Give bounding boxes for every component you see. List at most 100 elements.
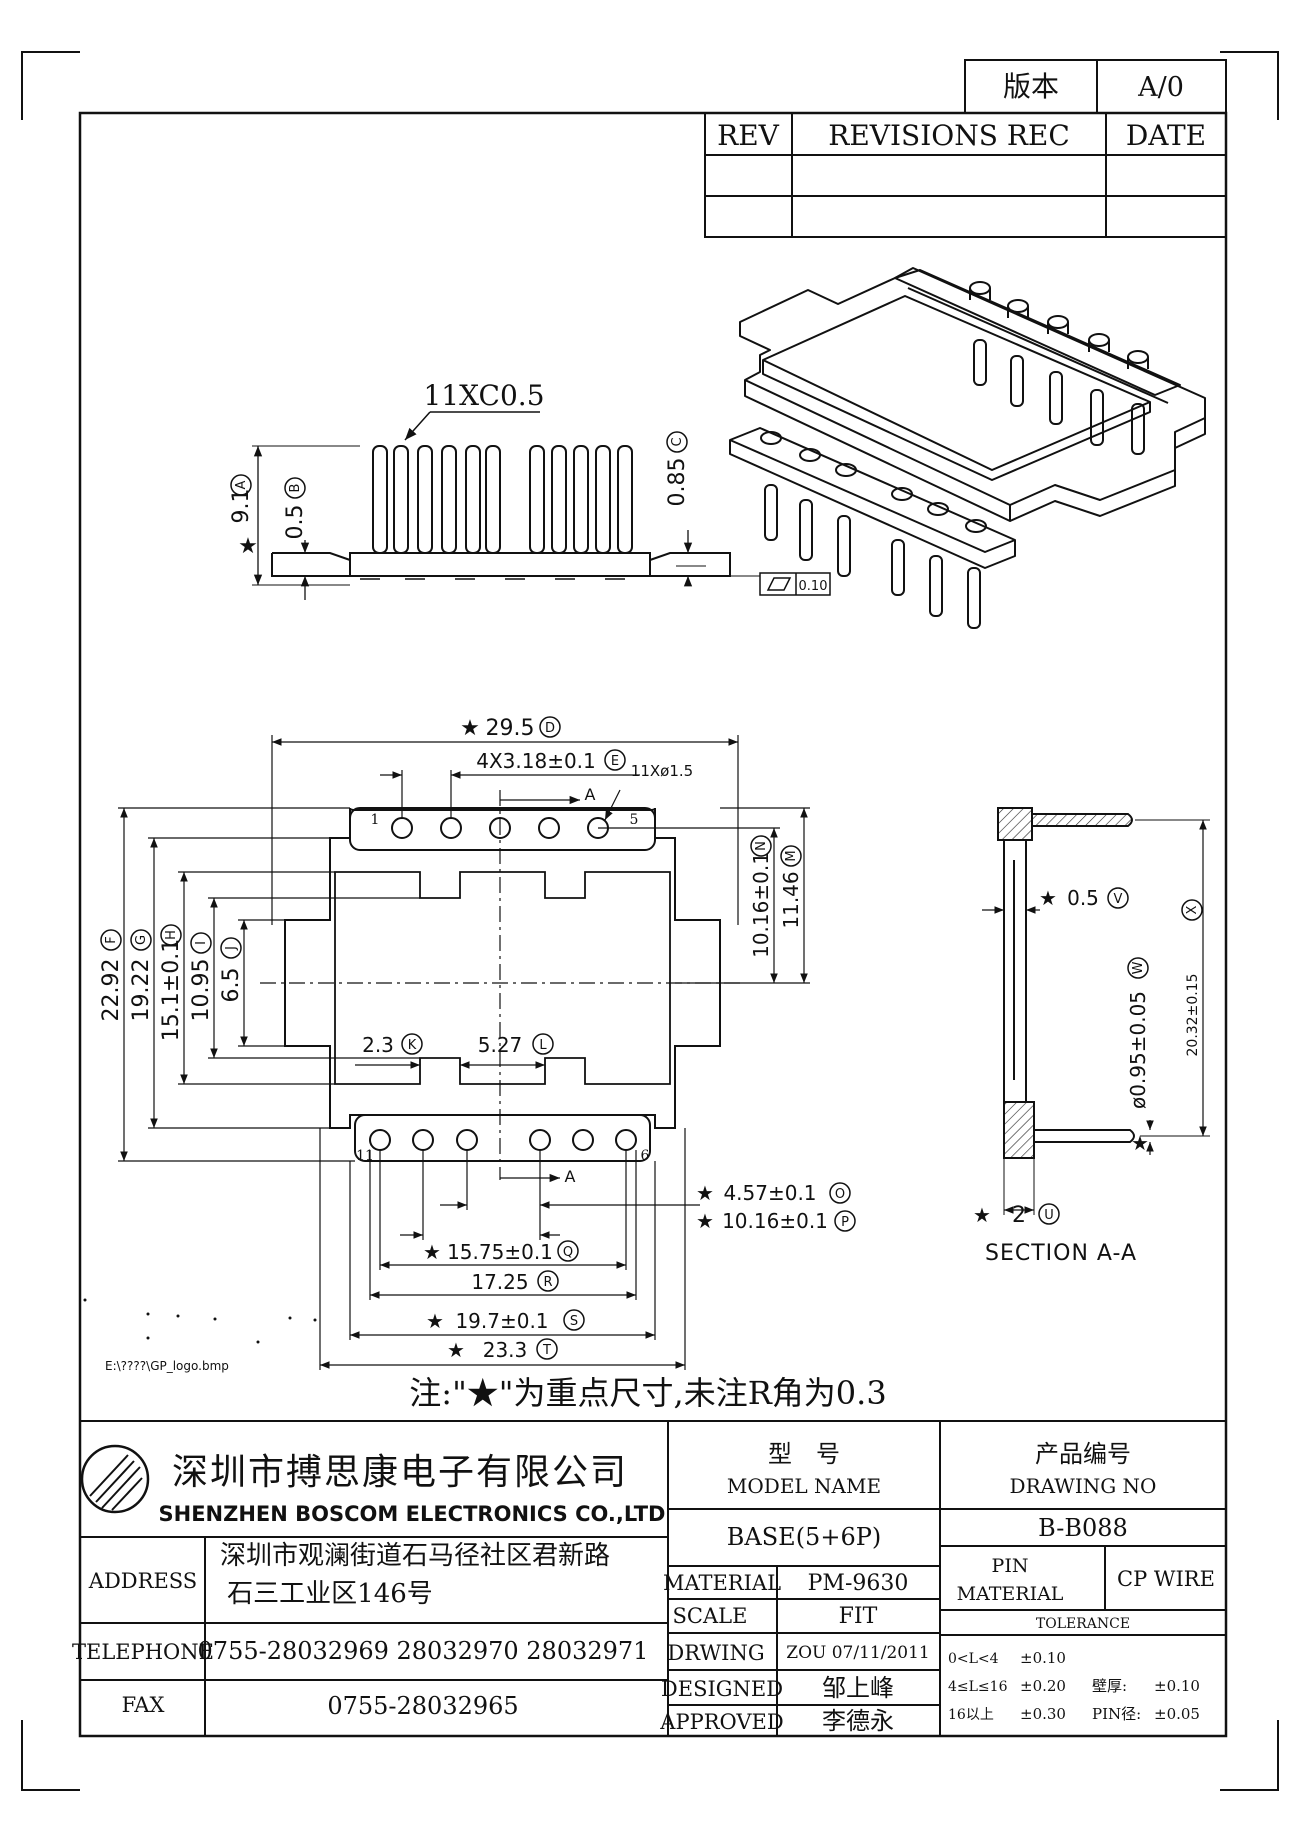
pin-callout: 11XC0.5 (423, 379, 544, 412)
svg-text:2: 2 (1012, 1203, 1026, 1228)
svg-text:U: U (1044, 1208, 1054, 1223)
svg-text:0.5: 0.5 (1067, 886, 1099, 910)
svg-text:★: ★ (1039, 886, 1057, 910)
svg-text:20.32±0.15: 20.32±0.15 (1185, 974, 1201, 1057)
drawing-note: 注:"★"为重点尺寸,未注R角为0.3 (409, 1374, 886, 1412)
section-view (982, 807, 1210, 1215)
svg-text:K: K (408, 1038, 417, 1053)
dim-c-value: 0.85 (665, 458, 690, 507)
telephone-value: 0755-28032969 28032970 28032971 (198, 1637, 649, 1665)
stray-marks (83, 1298, 317, 1344)
model-label-en: MODEL NAME (727, 1474, 881, 1498)
version-label: 版本 (1003, 70, 1059, 103)
section-title: SECTION A-A (985, 1241, 1137, 1266)
pin-material-label-1: PIN (992, 1555, 1029, 1577)
dim-j-label: 6.5 J (219, 937, 244, 1003)
tol-row1-value: ±0.10 (1020, 1649, 1066, 1667)
pin-material-label-2: MATERIAL (957, 1583, 1064, 1605)
dim-t-label: ★ 23.3 T (447, 1338, 558, 1362)
side-view (252, 411, 831, 600)
svg-text:F: F (104, 936, 119, 943)
wall-value: ±0.10 (1154, 1677, 1200, 1695)
drwing-label: DRWING (667, 1641, 764, 1665)
drawing-border (78, 111, 1228, 1738)
dim-a-value: 9.1 (229, 489, 254, 524)
pin-dia-value: ±0.05 (1154, 1705, 1200, 1723)
dim-b-tag: B (288, 484, 303, 493)
dim-f-label: 22.92 F (99, 929, 124, 1022)
dim-l-label: 5.27 L (478, 1033, 554, 1057)
dim-o-label: ★ 4.57±0.1 O (696, 1181, 851, 1205)
svg-text:Q: Q (563, 1245, 573, 1260)
side-view-pins (372, 445, 633, 554)
svg-text:N: N (754, 841, 769, 851)
corner-marks (21, 51, 1279, 1791)
dim-e-label: 4X3.18±0.1 E (476, 749, 626, 773)
address-line-2: 石三工业区146号 (227, 1579, 433, 1609)
designed-label: DESIGNED (661, 1677, 783, 1701)
drawing-no-label-en: DRAWING NO (1010, 1474, 1157, 1498)
model-value: BASE(5+6P) (727, 1523, 881, 1551)
svg-text:I: I (194, 941, 209, 945)
top-view-dimensions (118, 735, 810, 1370)
drwing-value: ZOU 07/11/2011 (786, 1643, 929, 1663)
dim-s-label: ★ 19.7±0.1 S (426, 1309, 585, 1333)
svg-text:E: E (611, 754, 619, 769)
pin-1-label: 1 (371, 812, 380, 828)
svg-text:15.75±0.1: 15.75±0.1 (447, 1240, 553, 1264)
pin-6-label: 6 (641, 1148, 650, 1164)
dim-r-label: 17.25 R (471, 1270, 559, 1294)
scale-label: SCALE (673, 1604, 748, 1628)
designed-value: 邹上峰 (822, 1674, 894, 1702)
top-view (260, 790, 740, 1183)
material-value: PM-9630 (808, 1571, 909, 1596)
svg-text:H: H (164, 930, 179, 940)
wall-label: 壁厚: (1092, 1677, 1127, 1695)
svg-text:23.3: 23.3 (483, 1338, 528, 1362)
revision-block (704, 59, 1227, 238)
svg-text:22.92: 22.92 (99, 959, 124, 1022)
dim-i-label: 10.95 I (189, 932, 214, 1022)
svg-text:S: S (570, 1314, 578, 1329)
svg-text:R: R (543, 1275, 552, 1290)
drawing-no-value: B-B088 (1038, 1514, 1128, 1542)
tol-row2-value: ±0.20 (1020, 1677, 1066, 1695)
approved-label: APPROVED (659, 1710, 783, 1734)
dim-a-tag: A (234, 480, 249, 489)
svg-text:★: ★ (1131, 1131, 1149, 1155)
svg-text:2.3: 2.3 (362, 1033, 394, 1057)
dim-k-label: 2.3 K (362, 1033, 423, 1057)
tol-row1-range: 0<L<4 (948, 1651, 999, 1667)
fax-label: FAX (122, 1693, 165, 1717)
pin-11-label: 11 (356, 1148, 374, 1164)
pin-dia-label: PIN径: (1092, 1705, 1141, 1723)
address-label: ADDRESS (88, 1569, 197, 1593)
tolerance-label: TOLERANCE (1036, 1616, 1130, 1632)
section-marker-top: A (585, 785, 596, 804)
dim-a-star: ★ (238, 534, 258, 559)
dim-q-label: ★ 15.75±0.1 Q (423, 1240, 579, 1264)
svg-text:X: X (1185, 905, 1200, 914)
svg-text:V: V (1114, 892, 1123, 907)
svg-text:6.5: 6.5 (219, 968, 244, 1003)
drawing-no-label-cn: 产品编号 (1035, 1440, 1131, 1468)
title-block-grid (80, 1420, 1226, 1736)
svg-text:★: ★ (447, 1338, 465, 1362)
svg-text:★: ★ (426, 1309, 444, 1333)
svg-text:W: W (1131, 961, 1146, 974)
svg-text:10.95: 10.95 (189, 959, 214, 1022)
date-header: DATE (1126, 119, 1206, 152)
telephone-label: TELEPHONE (72, 1640, 214, 1664)
svg-text:11.46: 11.46 (779, 871, 803, 928)
section-marker-bottom: A (565, 1167, 576, 1186)
svg-text:10.16±0.1: 10.16±0.1 (749, 852, 773, 958)
svg-text:T: T (542, 1343, 551, 1358)
dim-w-label: ø0.95±0.05 W ★ (1126, 957, 1150, 1155)
tol-row3-value: ±0.30 (1020, 1705, 1066, 1723)
svg-text:17.25: 17.25 (471, 1270, 528, 1294)
pin-material-value: CP WIRE (1117, 1567, 1215, 1591)
svg-text:4.57±0.1: 4.57±0.1 (723, 1181, 816, 1205)
dim-g-label: 19.22 G (129, 929, 154, 1021)
dim-a-label: ★ 9.1 A (229, 474, 258, 559)
model-label-cn: 型 号 (768, 1440, 840, 1468)
